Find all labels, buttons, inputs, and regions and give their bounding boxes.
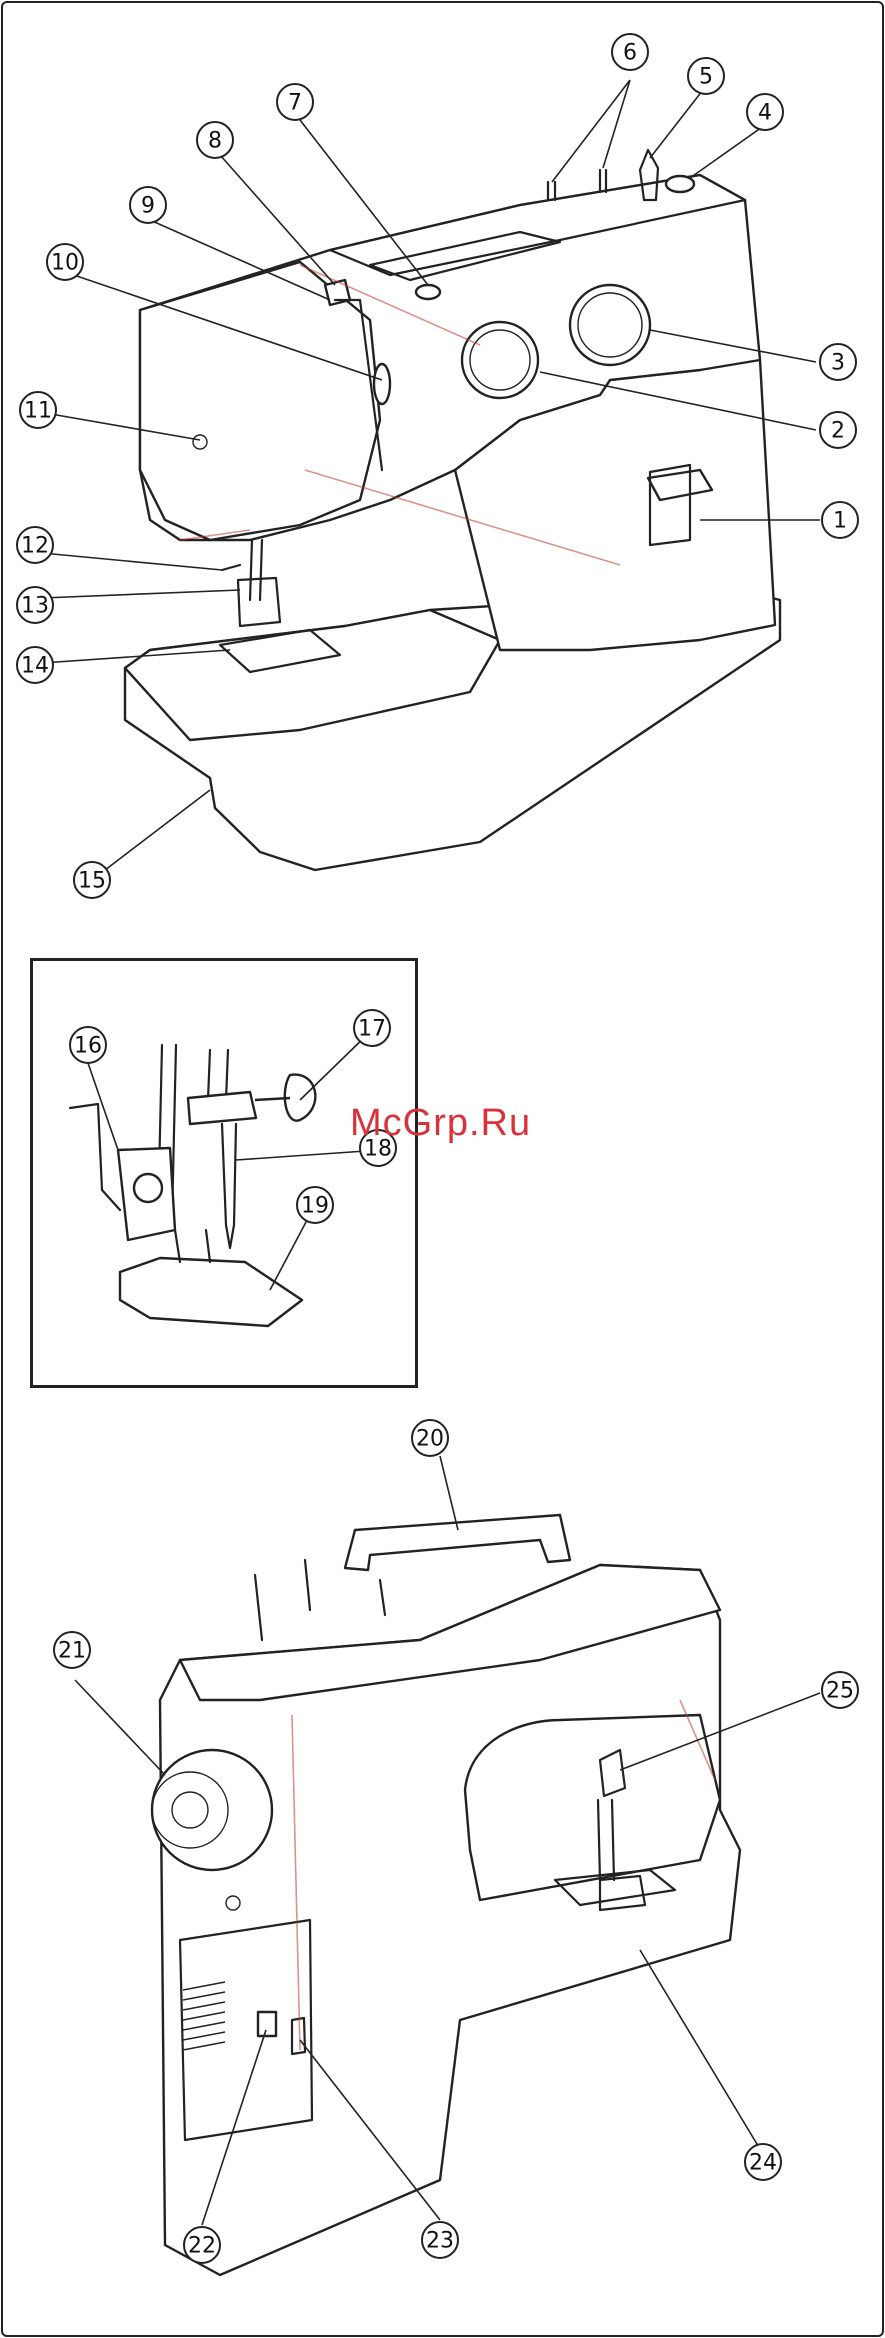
needle-bar <box>250 540 262 600</box>
callout-number: 25 <box>826 1679 854 1704</box>
callout-15: 15 <box>74 862 110 898</box>
callout-number: 19 <box>301 1194 329 1219</box>
callout-number: 15 <box>78 869 106 894</box>
thread-guide <box>416 285 440 299</box>
callout-number: 1 <box>833 509 847 534</box>
presser-foot-detail <box>70 1045 315 1326</box>
callout-number: 21 <box>58 1639 86 1664</box>
callout-number: 5 <box>699 65 713 90</box>
buttonhole-lever-detail <box>70 1104 120 1210</box>
callout-number: 4 <box>758 101 772 126</box>
rear-view-machine <box>152 1515 740 2275</box>
pattern-selector-dial <box>570 285 650 365</box>
callout-16: 16 <box>70 1027 106 1063</box>
callout-number: 16 <box>74 1034 102 1059</box>
callout-10: 10 <box>47 244 83 280</box>
callout-6: 6 <box>612 34 648 70</box>
callout-number: 9 <box>141 194 155 219</box>
zigzag-foot <box>120 1258 302 1326</box>
callout-17: 17 <box>354 1010 390 1046</box>
stitch-length-dial <box>462 322 538 398</box>
callout-5: 5 <box>688 58 724 94</box>
callout-14: 14 <box>17 647 53 683</box>
callout-1: 1 <box>822 502 858 538</box>
callout-4: 4 <box>747 94 783 130</box>
carrying-handle <box>345 1515 570 1570</box>
callout-number: 24 <box>749 2151 777 2176</box>
callout-20: 20 <box>412 1420 448 1456</box>
callout-number: 2 <box>831 419 845 444</box>
callout-number: 10 <box>51 251 79 276</box>
callout-3: 3 <box>820 344 856 380</box>
callout-21: 21 <box>54 1632 90 1668</box>
callout-24: 24 <box>745 2144 781 2180</box>
callout-13: 13 <box>17 587 53 623</box>
callout-number: 22 <box>188 2234 216 2259</box>
callout-number: 20 <box>416 1427 444 1452</box>
callout-7: 7 <box>277 84 313 120</box>
needle <box>222 1124 236 1248</box>
callout-25: 25 <box>822 1672 858 1708</box>
callout-12: 12 <box>17 527 53 563</box>
face-plate <box>140 262 380 540</box>
callout-19: 19 <box>297 1187 333 1223</box>
callout-number: 14 <box>21 654 49 679</box>
callout-11: 11 <box>20 392 56 428</box>
callout-number: 11 <box>24 399 52 424</box>
needle-clamp-screw <box>255 1075 315 1121</box>
callout-number: 6 <box>623 41 637 66</box>
handwheel <box>152 1750 272 1870</box>
needle-bar-detail <box>208 1050 228 1100</box>
tension-dial <box>374 364 390 404</box>
callout-8: 8 <box>197 122 233 158</box>
rear-spindles <box>255 1560 385 1640</box>
callout-number: 13 <box>21 594 49 619</box>
power-switch <box>258 2012 276 2036</box>
callout-22: 22 <box>184 2227 220 2263</box>
callout-23: 23 <box>422 2222 458 2258</box>
bobbin-winder-stopper <box>666 176 694 192</box>
callout-number: 12 <box>21 534 49 559</box>
needle-clamp <box>188 1092 256 1124</box>
watermark: McGrp.Ru <box>350 1102 531 1145</box>
callout-number: 7 <box>288 91 302 116</box>
callout-number: 3 <box>831 351 845 376</box>
callout-number: 23 <box>426 2229 454 2254</box>
buttonhole-lever <box>222 565 240 570</box>
front-view-machine <box>125 150 780 870</box>
callout-number: 17 <box>358 1017 386 1042</box>
foot-holder-screw <box>134 1174 162 1202</box>
callout-number: 8 <box>208 129 222 154</box>
callout-9: 9 <box>130 187 166 223</box>
thread-take-up-lever <box>325 280 350 305</box>
callout-2: 2 <box>820 412 856 448</box>
presser-foot <box>238 578 280 626</box>
